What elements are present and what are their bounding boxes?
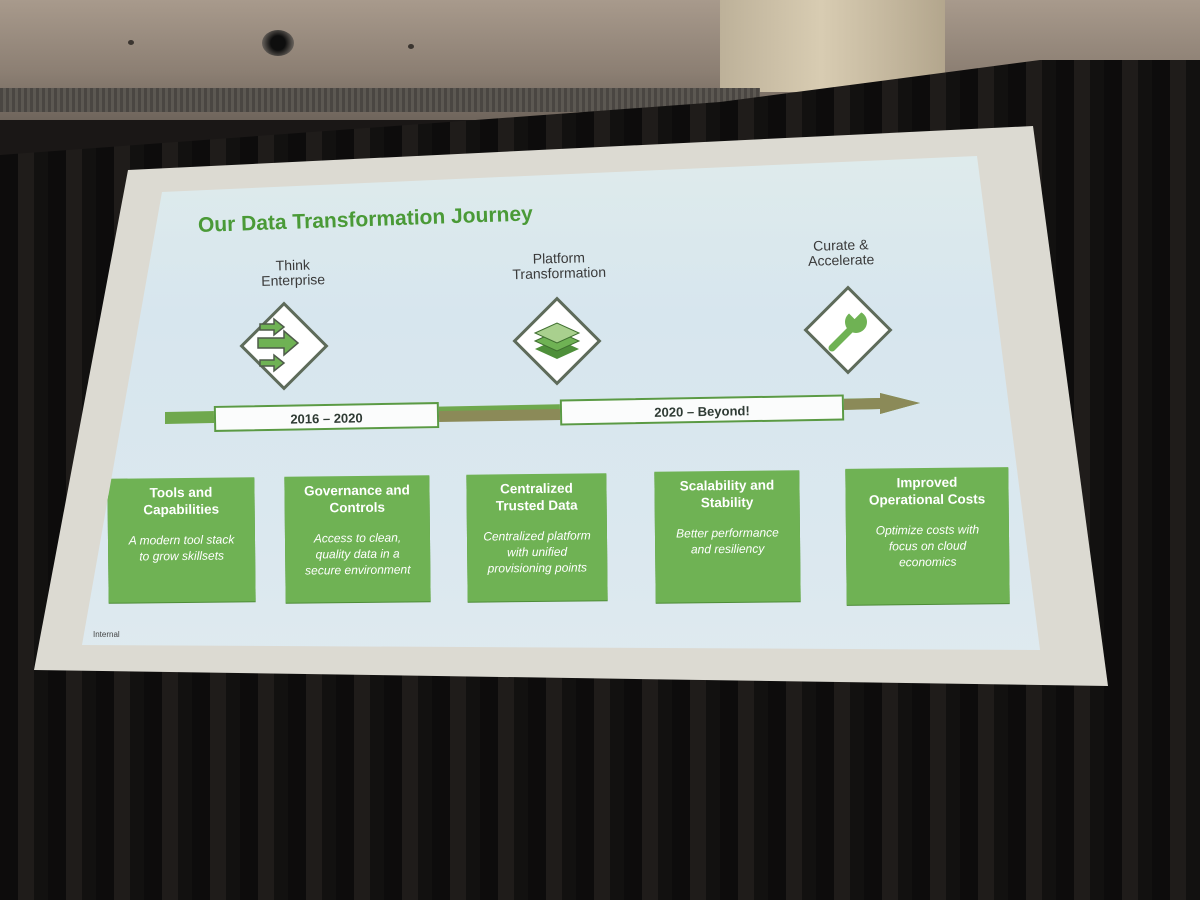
card-title: Centralized Trusted Data <box>472 479 600 514</box>
ceiling-dot <box>408 44 414 49</box>
card-operational-costs: Improved Operational Costs Optimize cost… <box>845 467 1009 605</box>
card-tools-capabilities: Tools and Capabilities A modern tool sta… <box>107 477 255 603</box>
card-description: Access to clean, quality data in a secur… <box>291 529 424 578</box>
card-description: Optimize costs with focus on cloud econo… <box>852 521 1003 571</box>
period-2016-2020: 2016 – 2020 <box>214 402 439 432</box>
card-title: Governance and Controls <box>290 481 423 516</box>
card-description: Centralized platform with unified provis… <box>473 527 601 576</box>
card-title: Tools and Capabilities <box>113 483 248 518</box>
card-scalability-stability: Scalability and Stability Better perform… <box>654 470 800 603</box>
card-title: Improved Operational Costs <box>851 473 1002 509</box>
ceiling-light <box>262 30 294 56</box>
card-centralized-trusted-data: Centralized Trusted Data Centralized pla… <box>466 473 607 601</box>
period-2020-beyond: 2020 – Beyond! <box>560 395 844 426</box>
card-description: A modern tool stack to grow skillsets <box>114 531 249 564</box>
card-governance-controls: Governance and Controls Access to clean,… <box>284 475 430 603</box>
card-title: Scalability and Stability <box>660 476 793 511</box>
card-description: Better performance and resiliency <box>661 524 794 557</box>
ceiling-dot <box>128 40 134 45</box>
footer-label: Internal <box>93 630 120 639</box>
